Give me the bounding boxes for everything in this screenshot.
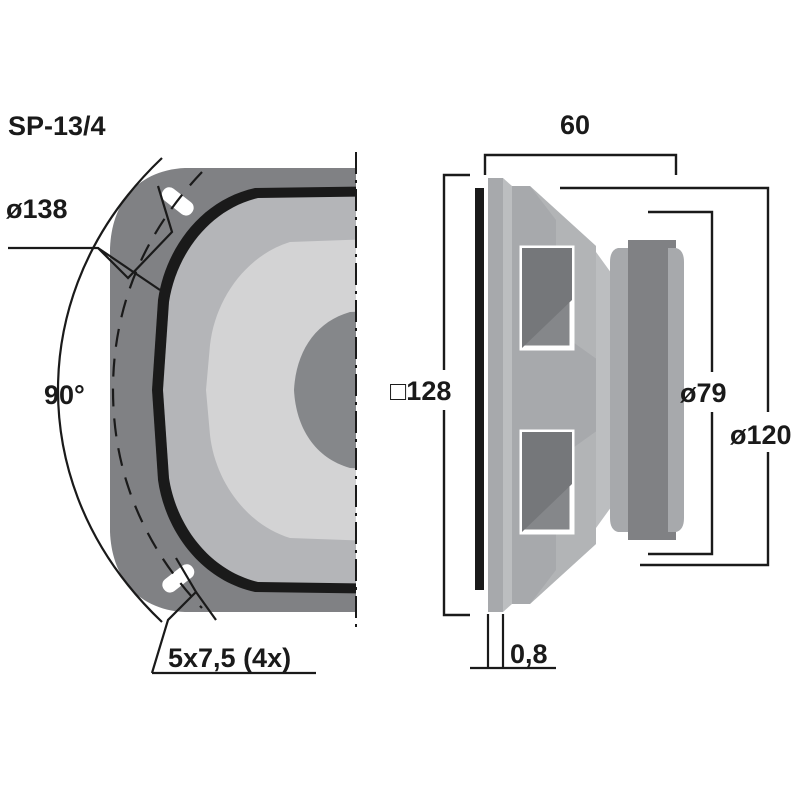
dimension-flange-thickness-label: 0,8 xyxy=(510,639,548,669)
dimension-mounting-slot: 5x7,5 (4x) xyxy=(168,643,291,673)
inner-reference-arc xyxy=(111,171,203,609)
speaker-cone xyxy=(206,239,356,541)
gasket xyxy=(475,188,484,590)
dimension-depth: 60 xyxy=(560,110,590,140)
diameter-138-leader: ø138 xyxy=(6,185,174,291)
page-title: SP-13/4 xyxy=(8,111,106,141)
dimension-flange-thickness: 0,8 xyxy=(470,614,556,670)
dimension-outer-diameter: ø138 xyxy=(6,194,68,224)
dimension-frame-square-bracket: □128 xyxy=(390,173,470,617)
mounting-slot-leader: 5x7,5 (4x) xyxy=(150,557,316,675)
basket-cutout-lower xyxy=(519,429,575,535)
magnet-assembly xyxy=(610,240,684,540)
dust-cap xyxy=(294,311,356,469)
mounting-flange xyxy=(488,178,512,612)
dimension-frame-square: □128 xyxy=(390,376,451,406)
dimension-magnet-diameter: ø79 xyxy=(680,378,727,408)
front-view-group xyxy=(110,168,356,612)
mounting-slot-bottom-left xyxy=(162,564,195,593)
dimension-basket-bracket: ø120 xyxy=(560,186,792,567)
drawing-title-group: SP-13/4 xyxy=(8,111,106,141)
dimension-basket-diameter: ø120 xyxy=(730,420,792,450)
dimension-depth-bracket: 60 xyxy=(483,110,678,175)
dimension-magnet-bracket: ø79 xyxy=(648,210,727,556)
side-view-group xyxy=(475,178,684,612)
basket-cutout-upper xyxy=(519,245,575,351)
dimension-corner-angle: 90° xyxy=(44,380,85,410)
angle-90-label: 90° xyxy=(44,380,85,410)
diameter-138-arc xyxy=(56,157,163,623)
